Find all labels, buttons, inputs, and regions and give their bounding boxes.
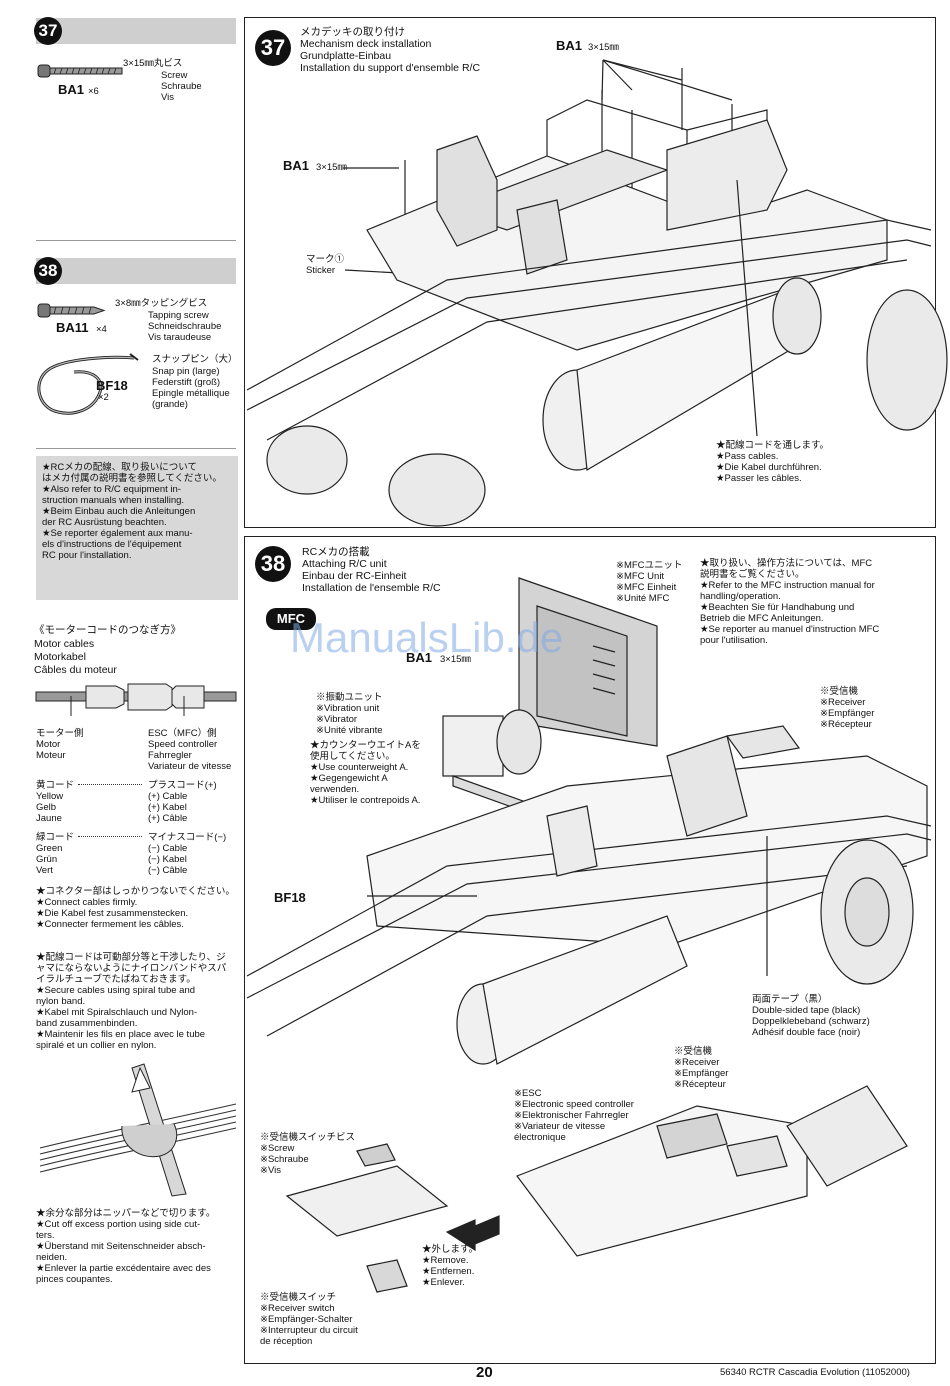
ba1-left-label: BA1 [283, 158, 310, 173]
mfc-handling-note: ★取り扱い、操作方法については、MFC 説明書をご覧ください。 ★Refer t… [700, 558, 880, 646]
rc-equipment-note: ★RCメカの配線、取り扱いについて はメカ付属の説明書を参照してください。 ★A… [42, 462, 222, 561]
secure-cables-note: ★配線コードは可動部分等と干渉したり、ジ ャマにならないようにナイロンバンドやス… [36, 952, 227, 1051]
rc-unit-illustration [246, 577, 932, 1293]
ba1-qty: ×6 [88, 86, 99, 97]
ba11-qty: ×4 [96, 324, 107, 335]
mfc-badge: MFC [266, 608, 316, 630]
bf18-jp: スナップピン（大） [152, 354, 238, 365]
minus-cable-label: マイナスコード(−) (−) Cable (−) Kabel (−) Câble [148, 832, 227, 876]
document-id: 56340 RCTR Cascadia Evolution (11052000) [720, 1367, 910, 1378]
pass-cables-note: ★配線コードを通します。 ★Pass cables. ★Die Kabel du… [716, 440, 830, 484]
ba11-names: Tapping screw Schneidschraube Vis taraud… [148, 310, 222, 343]
screw-ba1-icon [37, 64, 123, 78]
motor-cables-title-en: Motor cables [34, 638, 95, 650]
yellow-cable-label: 黄コード Yellow Gelb Jaune [36, 780, 75, 824]
bf18-panel-label: BF18 [274, 890, 306, 905]
motor-connector-diagram [35, 683, 237, 716]
nylon-band-illustration [39, 1063, 237, 1197]
counterweight-note: ★カウンターウエイトAを 使用してください。 ★Use counterweigh… [310, 740, 421, 806]
motor-cables-title-de: Motorkabel [34, 651, 86, 663]
ba1-code: BA1 [58, 82, 85, 97]
ba11-code: BA11 [56, 320, 89, 335]
sticker-label: マーク① Sticker [306, 254, 345, 276]
panel38-badge: 38 [255, 546, 291, 582]
snap-pin-bf18-icon [37, 353, 139, 415]
switch-screw-label: ※受信機スイッチビス ※Screw ※Schraube ※Vis [260, 1132, 356, 1176]
yellow-connector-line [78, 784, 142, 785]
motor-cables-title-fr: Câbles du moteur [34, 664, 117, 676]
mechanism-deck-illustration [246, 59, 948, 527]
panel37-title: メカデッキの取り付け Mechanism deck installation G… [300, 26, 481, 74]
ba1-top-label: BA1 [556, 38, 583, 53]
receiver-switch-label: ※受信機スイッチ ※Receiver switch ※Empfänger-Sch… [260, 1292, 358, 1347]
divider-2 [36, 448, 236, 449]
mfc-unit-label: ※MFCユニット ※MFC Unit ※MFC Einheit ※Unité M… [616, 560, 683, 604]
ba11-size: 3×8㎜タッピングビス [115, 298, 208, 309]
step37-header-bar [36, 18, 236, 44]
bf18-qty: ×2 [98, 392, 109, 403]
page-number: 20 [476, 1364, 493, 1381]
motor-side-label: モーター側 Motor Moteur [36, 728, 84, 761]
receiver-mid-label: ※受信機 ※Receiver ※Empfänger ※Récepteur [674, 1046, 729, 1090]
ba1-left-size: 3×15㎜ [316, 162, 347, 173]
esc-label: ※ESC ※Electronic speed controller ※Elekt… [514, 1088, 634, 1143]
panel38-ba1-size: 3×15㎜ [440, 654, 471, 665]
divider-1 [36, 240, 236, 241]
step38-header-bar [36, 258, 236, 284]
ba1-size: 3×15㎜丸ビス [123, 58, 183, 69]
motor-cables-title-jp: 《モーターコードのつなぎ方》 [34, 624, 181, 636]
ba1-top-size: 3×15㎜ [588, 42, 619, 53]
step37-badge: 37 [34, 17, 62, 45]
panel38-title: RCメカの搭載 Attaching R/C unit Einbau der RC… [302, 546, 441, 594]
rc-equipment-note-box [36, 456, 238, 600]
remove-note: ★外します。 ★Remove. ★Entfernen. ★Enlever. [422, 1244, 479, 1288]
double-sided-tape-label: 両面テープ（黒） Double-sided tape (black) Doppe… [752, 994, 870, 1038]
panel38-ba1-label: BA1 [406, 650, 433, 665]
esc-side-label: ESC（MFC）側 Speed controller Fahrregler Va… [148, 728, 232, 772]
bf18-code: BF18 [96, 378, 128, 393]
step38-badge: 38 [34, 257, 62, 285]
vibration-unit-label: ※振動ユニット ※Vibration unit ※Vibrator ※Unité… [316, 692, 383, 736]
cut-excess-note: ★余分な部分はニッパーなどで切ります。 ★Cut off excess port… [36, 1208, 216, 1285]
tapping-screw-ba11-icon [37, 303, 106, 318]
receiver-top-label: ※受信機 ※Receiver ※Empfänger ※Récepteur [820, 686, 875, 730]
connect-firmly-note: ★コネクター部はしっかりつないでください。 ★Connect cables fi… [36, 886, 235, 930]
manualslib-watermark: ManualsLib.de [290, 614, 564, 661]
panel37-badge: 37 [255, 30, 291, 66]
green-connector-line [78, 836, 142, 837]
bf18-names: Snap pin (large) Federstift (groß) Eping… [152, 366, 230, 410]
green-cable-label: 緑コード Green Grün Vert [36, 832, 75, 876]
plus-cable-label: プラスコード(+) (+) Cable (+) Kabel (+) Câble [148, 780, 217, 824]
ba1-names: Screw Schraube Vis [161, 70, 202, 103]
